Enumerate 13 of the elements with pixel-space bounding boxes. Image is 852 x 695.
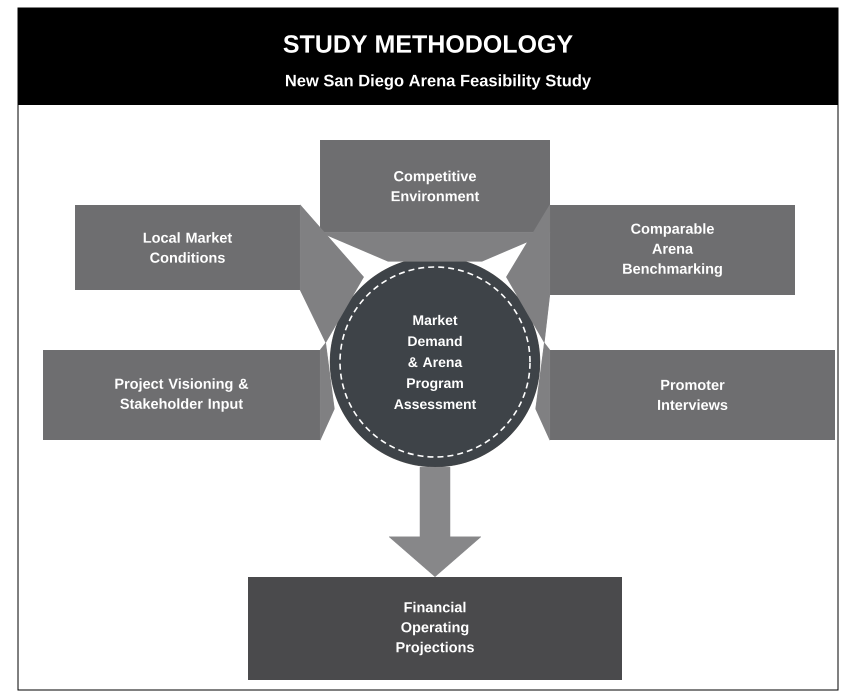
funnel-band xyxy=(320,342,335,440)
process-box: Project Visioning & Stakeholder Input xyxy=(43,350,320,440)
process-box: Competitive Environment xyxy=(320,140,550,232)
result-box: Financial Operating Projections xyxy=(248,577,622,680)
process-box: Local Market Conditions xyxy=(75,205,300,290)
process-box: Promoter Interviews xyxy=(550,350,835,440)
process-box: Comparable Arena Benchmarking xyxy=(550,205,795,295)
funnel-band xyxy=(506,204,550,343)
title: STUDY METHODOLOGY xyxy=(284,35,573,53)
funnel-band xyxy=(535,342,550,440)
subtitle: New San Diego Arena Feasibility Study xyxy=(286,74,592,90)
funnel-band xyxy=(300,204,364,343)
arrow xyxy=(388,466,482,578)
